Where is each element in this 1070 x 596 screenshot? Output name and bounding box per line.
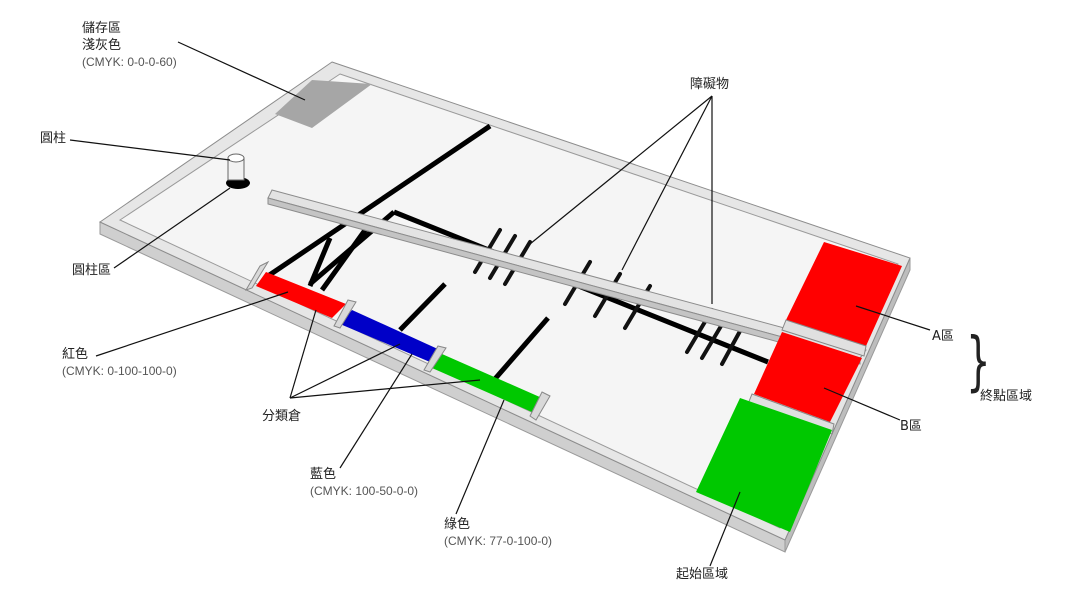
bin-green: [432, 354, 542, 412]
storage-color: 淺灰色: [82, 38, 122, 53]
callout-bins-red: [289, 309, 317, 399]
bin-divider: [529, 391, 551, 421]
bin-divider: [423, 345, 447, 373]
blue-title: 藍色: [310, 467, 337, 482]
storage-cmyk: (CMYK: 0-0-0-60): [82, 55, 177, 69]
callout-zone-a: [855, 305, 931, 331]
storage-area: [275, 80, 372, 128]
obstacles-label: 障礙物: [690, 77, 730, 92]
zone-a: [786, 242, 902, 346]
red-label: 紅色 (CMYK: 0-100-100-0): [62, 346, 177, 380]
storage-label: 儲存區 淺灰色 (CMYK: 0-0-0-60): [82, 20, 177, 71]
guide-line-bin-green: [492, 316, 550, 382]
green-title: 綠色: [444, 517, 471, 532]
green-cmyk: (CMYK: 77-0-100-0): [444, 534, 553, 548]
brace-icon: }: [966, 325, 991, 399]
guide-line-vertical-a: [319, 224, 371, 292]
bin-red: [256, 272, 346, 318]
callout-bins-green: [289, 379, 481, 399]
zone-b-label: B區: [900, 419, 922, 434]
red-cmyk: (CMYK: 0-100-100-0): [62, 364, 177, 378]
sorting-bins-label: 分類倉: [262, 409, 302, 424]
callout-bins-blue: [289, 343, 401, 399]
callout-obstacle-2: [621, 95, 713, 271]
guide-line-bin-red: [307, 237, 333, 287]
zone-a-label: A區: [932, 329, 954, 344]
guide-line-diagonal-top: [266, 123, 492, 279]
zone-b: [754, 332, 862, 422]
inner-wall-side: [267, 197, 861, 365]
pillar-zone-label: 圓柱區: [72, 263, 112, 278]
bin-blue: [340, 310, 440, 362]
blue-label: 藍色 (CMYK: 100-50-0-0): [310, 466, 418, 500]
pillar-top: [227, 153, 245, 163]
storage-title: 儲存區: [82, 21, 122, 36]
finish-zone-label: 終點區域: [980, 389, 1033, 404]
callout-green: [455, 399, 505, 515]
callout-start: [709, 491, 741, 567]
green-label: 綠色 (CMYK: 77-0-100-0): [444, 516, 552, 550]
start-zone: [696, 398, 832, 532]
callout-lines: [69, 41, 931, 567]
callout-storage: [177, 41, 306, 101]
callout-obstacle-1: [529, 95, 713, 245]
guide-line-bin-blue: [398, 282, 447, 332]
callout-red: [95, 291, 289, 357]
callout-zone-b: [823, 387, 901, 421]
bin-divider: [333, 299, 357, 329]
start-zone-label: 起始區域: [676, 567, 729, 582]
zone-a-divider: [781, 319, 867, 357]
bin-divider: [244, 260, 270, 291]
callout-pillar-zone: [113, 187, 231, 269]
callout-pillar: [69, 139, 231, 161]
blue-cmyk: (CMYK: 100-50-0-0): [310, 484, 419, 498]
pillar-label: 圓柱: [40, 131, 67, 146]
red-title: 紅色: [62, 347, 89, 362]
callout-blue: [339, 353, 413, 469]
